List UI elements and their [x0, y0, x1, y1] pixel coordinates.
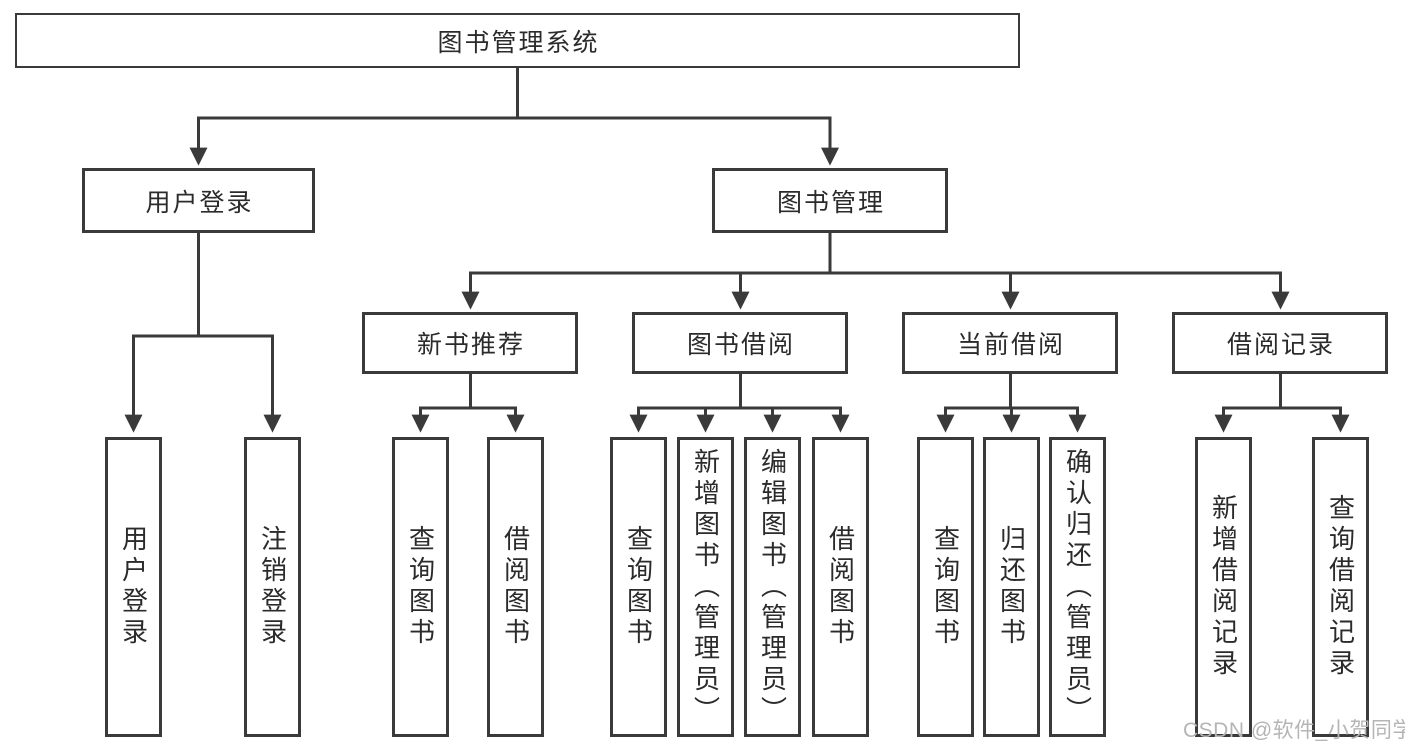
node-label: 注销登录	[257, 525, 288, 649]
connector-book-management	[461, 231, 1290, 310]
node-label: 图书管理系统	[437, 28, 600, 57]
node-label: 图书管理	[776, 188, 885, 217]
node-label: 归还图书	[996, 525, 1027, 649]
node-label: 当前借阅	[956, 331, 1065, 359]
node-label: 借阅图书	[500, 525, 531, 649]
leaf-borrow-books: 借阅图书	[487, 437, 544, 737]
connector-new-book	[411, 372, 525, 433]
leaf-search-books-2: 查询图书	[610, 437, 667, 737]
leaf-return-books: 归还图书	[983, 437, 1040, 737]
node-label: 新增图书（管理员）	[690, 447, 721, 727]
node-label: 查询借阅记录	[1325, 494, 1356, 680]
node-library-management-system: 图书管理系统	[15, 13, 1020, 68]
connector-borrowing-records	[1214, 372, 1350, 433]
watermark-text: CSDN @软件_小贺同学	[1183, 719, 1405, 742]
node-user-login: 用户登录	[82, 168, 315, 233]
node-borrowing-records: 借阅记录	[1172, 312, 1388, 374]
node-label: 编辑图书（管理员）	[757, 447, 788, 727]
node-book-borrowing: 图书借阅	[632, 312, 848, 374]
connector-book-borrowing	[629, 372, 850, 433]
leaf-add-books-admin: 新增图书（管理员）	[677, 437, 734, 737]
node-label: 用户登录	[145, 188, 254, 217]
node-label: 用户登录	[118, 525, 149, 649]
node-new-book-recommendation: 新书推荐	[362, 312, 578, 374]
node-label: 借阅图书	[825, 525, 856, 649]
leaf-confirm-return-admin: 确认归还（管理员）	[1049, 437, 1106, 737]
node-label: 查询图书	[405, 525, 436, 649]
node-label: 新书推荐	[416, 331, 525, 359]
leaf-search-borrow-record: 查询借阅记录	[1312, 437, 1369, 737]
leaf-add-borrow-record: 新增借阅记录	[1195, 437, 1252, 737]
node-label: 借阅记录	[1226, 331, 1335, 359]
node-label: 查询图书	[623, 525, 654, 649]
node-label: 图书借阅	[686, 331, 795, 359]
connector-user-login	[124, 231, 282, 433]
leaf-logout: 注销登录	[244, 437, 301, 737]
node-label: 确认归还（管理员）	[1062, 447, 1093, 727]
leaf-edit-books-admin: 编辑图书（管理员）	[744, 437, 801, 737]
node-book-management: 图书管理	[712, 168, 948, 233]
connector-current-borrowing	[936, 372, 1087, 433]
node-current-borrowing: 当前借阅	[902, 312, 1118, 374]
leaf-borrow-books-2: 借阅图书	[812, 437, 869, 737]
leaf-user-login: 用户登录	[105, 437, 162, 737]
node-label: 查询图书	[930, 525, 961, 649]
connector-root	[189, 66, 839, 166]
node-label: 新增借阅记录	[1208, 494, 1239, 680]
leaf-search-books-3: 查询图书	[917, 437, 974, 737]
leaf-search-books: 查询图书	[392, 437, 449, 737]
